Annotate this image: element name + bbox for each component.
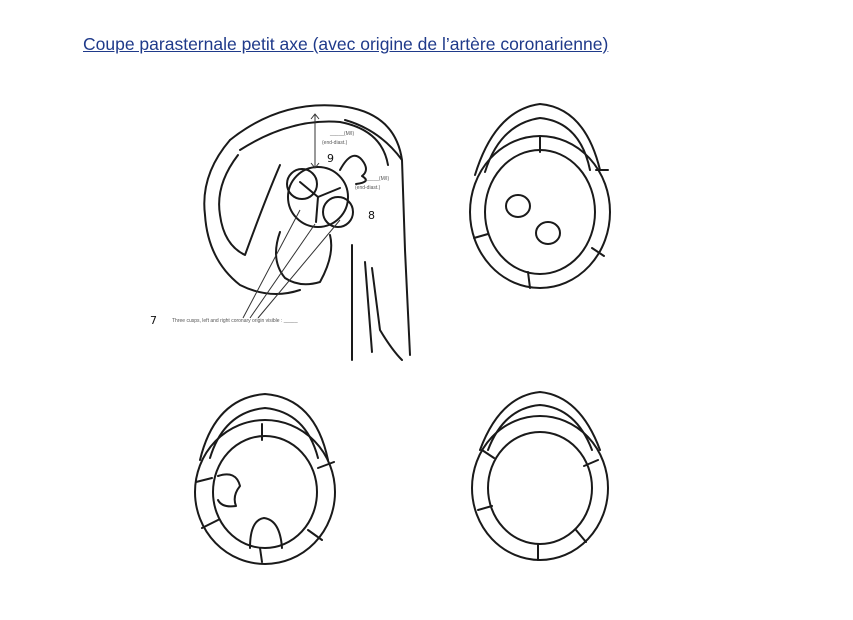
mm-annotation-top: _____(M/I) bbox=[329, 131, 355, 137]
end-diast-annotation-top: (end-diast.) bbox=[322, 140, 348, 146]
cusps-annotation: Three cusps, left and right coronary ori… bbox=[172, 318, 298, 324]
short-axis-mitral-drawing bbox=[194, 393, 336, 565]
parasternal-short-axis-drawing: _____(M/I) (end-diast.) _____(M/I) (end-… bbox=[150, 104, 411, 361]
mm-annotation-mid: _____(M/I) bbox=[364, 176, 390, 182]
label-7: 7 bbox=[150, 314, 157, 327]
short-axis-papillary-drawing bbox=[469, 103, 611, 289]
end-diast-annotation-mid: (end-diast.) bbox=[355, 185, 381, 191]
label-9: 9 bbox=[327, 152, 334, 165]
label-8: 8 bbox=[368, 209, 375, 222]
short-axis-apical-drawing bbox=[471, 391, 609, 561]
page-title: Coupe parasternale petit axe (avec origi… bbox=[83, 34, 609, 54]
